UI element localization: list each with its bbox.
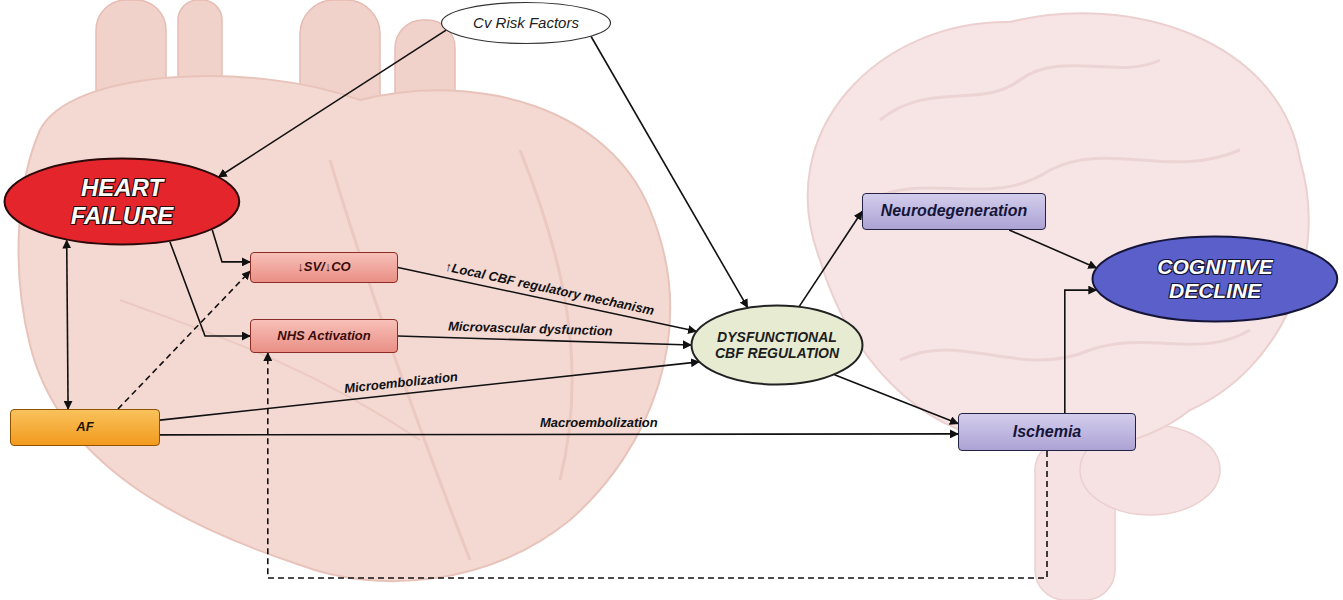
heart-illustration [19,0,670,581]
arrow-connector [160,362,699,420]
ellipse-shape [1093,237,1338,322]
node-label: DYSFUNCTIONAL CBF REGULATION [709,329,845,361]
mechanism-ellipse: DYSFUNCTIONAL CBF REGULATION [690,304,864,386]
edge-label: Microvascular dysfunction [447,320,612,340]
arrow-connector [799,212,862,307]
ellipse-shape [442,3,611,44]
arrow-connector [212,230,250,262]
ellipse-shape [692,306,863,385]
node-label: Neurodegeneration [881,202,1028,220]
arrow-connector [591,37,748,308]
node-label: AF [76,420,93,435]
ellipse-shape [5,159,240,245]
arrow-connector [170,242,250,336]
arrow-connector [67,240,68,409]
edge-label: ↑Local CBF regulatory mechanism [444,260,656,319]
node-label: Cv Risk Factors [473,14,579,31]
condition-box: AF [10,409,160,446]
node-label: COGNITIVE DECLINE [1118,255,1313,303]
outcome-box: Ischemia [958,413,1136,451]
node-label: NHS Activation [277,329,370,344]
node-label: HEART FAILURE [29,174,216,229]
arrow-connector [219,30,447,177]
edge-label: Microembolization [344,370,459,397]
node-label: ↓SV/↓CO [297,260,350,275]
arrow-connector [1009,230,1096,268]
arrow-connector [835,375,959,424]
outcome-box: Neurodegeneration [862,193,1046,230]
process-box: ↓SV/↓CO [250,252,398,283]
arrow-connector [1065,290,1097,413]
node-label: Ischemia [1013,423,1081,441]
dashed-arrow [268,353,1047,578]
risk-ellipse: Cv Risk Factors [440,1,612,45]
condition-ellipse: HEART FAILURE [3,157,241,246]
edge-label: Macroembolization [540,416,658,431]
dashed-arrow [118,271,250,409]
process-box: NHS Activation [250,319,398,353]
arrow-connector [160,434,958,435]
outcome-ellipse: COGNITIVE DECLINE [1091,235,1339,323]
